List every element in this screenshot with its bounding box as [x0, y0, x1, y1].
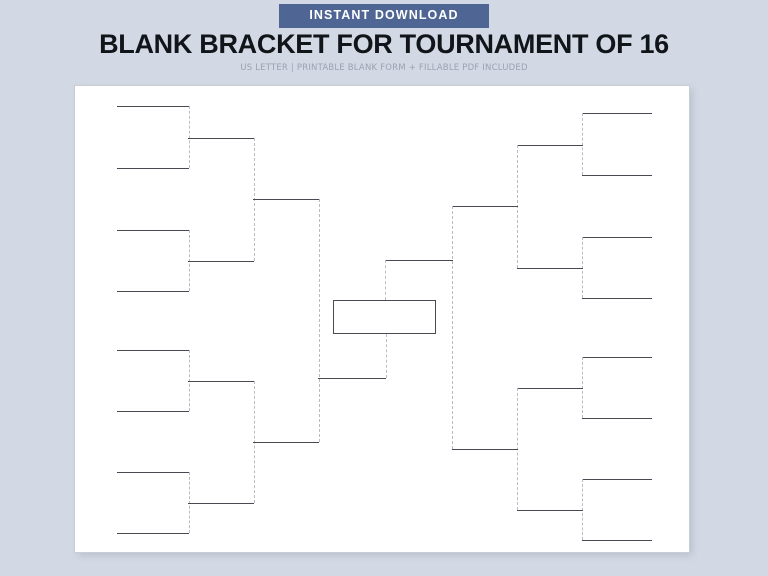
bracket-slot-left-r1-2	[117, 168, 189, 169]
bracket-slot-right-r1-6	[582, 418, 652, 419]
bracket-connector-right-final	[385, 260, 386, 300]
bracket-slot-right-r2-4	[517, 510, 583, 511]
bracket-slot-right-r2-2	[517, 268, 583, 269]
bracket-slot-right-r3-1	[452, 206, 518, 207]
bracket-slot-right-r1-3	[582, 237, 652, 238]
bracket-slot-right-r1-2	[582, 175, 652, 176]
bracket-sheet	[74, 85, 690, 553]
bracket-slot-right-r1-7	[582, 479, 652, 480]
bracket-slot-right-r1-5	[582, 357, 652, 358]
bracket-connector-right-r1-2	[582, 237, 583, 298]
bracket-slot-left-r1-8	[117, 533, 189, 534]
bracket-slot-right-r2-1	[517, 145, 583, 146]
page-subtitle: US LETTER | PRINTABLE BLANK FORM + FILLA…	[240, 63, 528, 73]
bracket-connector-left-r1-3	[189, 350, 190, 411]
bracket-connector-right-r1-4	[582, 479, 583, 540]
instant-download-badge: INSTANT DOWNLOAD	[279, 4, 489, 28]
bracket-slot-left-r4-1	[318, 378, 386, 379]
bracket-slot-left-r1-5	[117, 350, 189, 351]
bracket-slot-right-r2-3	[517, 388, 583, 389]
instant-download-banner: INSTANT DOWNLOAD	[0, 4, 768, 28]
bracket-slot-left-r1-1	[117, 106, 189, 107]
bracket-connector-right-r3-1	[452, 206, 453, 449]
bracket-slot-left-r1-3	[117, 230, 189, 231]
bracket-slot-right-r1-1	[582, 113, 652, 114]
bracket-slot-left-r3-1	[253, 199, 319, 200]
bracket-connector-left-r3-1	[319, 199, 320, 442]
bracket-slot-left-r1-4	[117, 291, 189, 292]
bracket-connector-left-r1-1	[189, 106, 190, 168]
champion-box[interactable]	[333, 300, 436, 334]
bracket-slot-right-r4-1	[385, 260, 453, 261]
bracket-connector-left-r1-4	[189, 472, 190, 533]
bracket-slot-left-r2-3	[188, 381, 254, 382]
bracket-slot-right-r1-4	[582, 298, 652, 299]
bracket-connector-right-r1-3	[582, 357, 583, 418]
bracket-slot-left-r2-4	[188, 503, 254, 504]
bracket-connector-left-r1-2	[189, 230, 190, 291]
bracket-slot-left-r2-2	[188, 261, 254, 262]
bracket-slot-left-r1-6	[117, 411, 189, 412]
bracket-slot-right-r3-2	[452, 449, 518, 450]
bracket-slot-left-r1-7	[117, 472, 189, 473]
bracket-slot-left-r2-1	[188, 138, 254, 139]
bracket-slot-left-r3-2	[253, 442, 319, 443]
bracket-connector-left-final	[386, 334, 387, 378]
bracket-diagram	[75, 86, 689, 552]
page-title: BLANK BRACKET FOR TOURNAMENT OF 16	[99, 29, 669, 59]
bracket-connector-right-r1-1	[582, 113, 583, 175]
bracket-slot-right-r1-8	[582, 540, 652, 541]
